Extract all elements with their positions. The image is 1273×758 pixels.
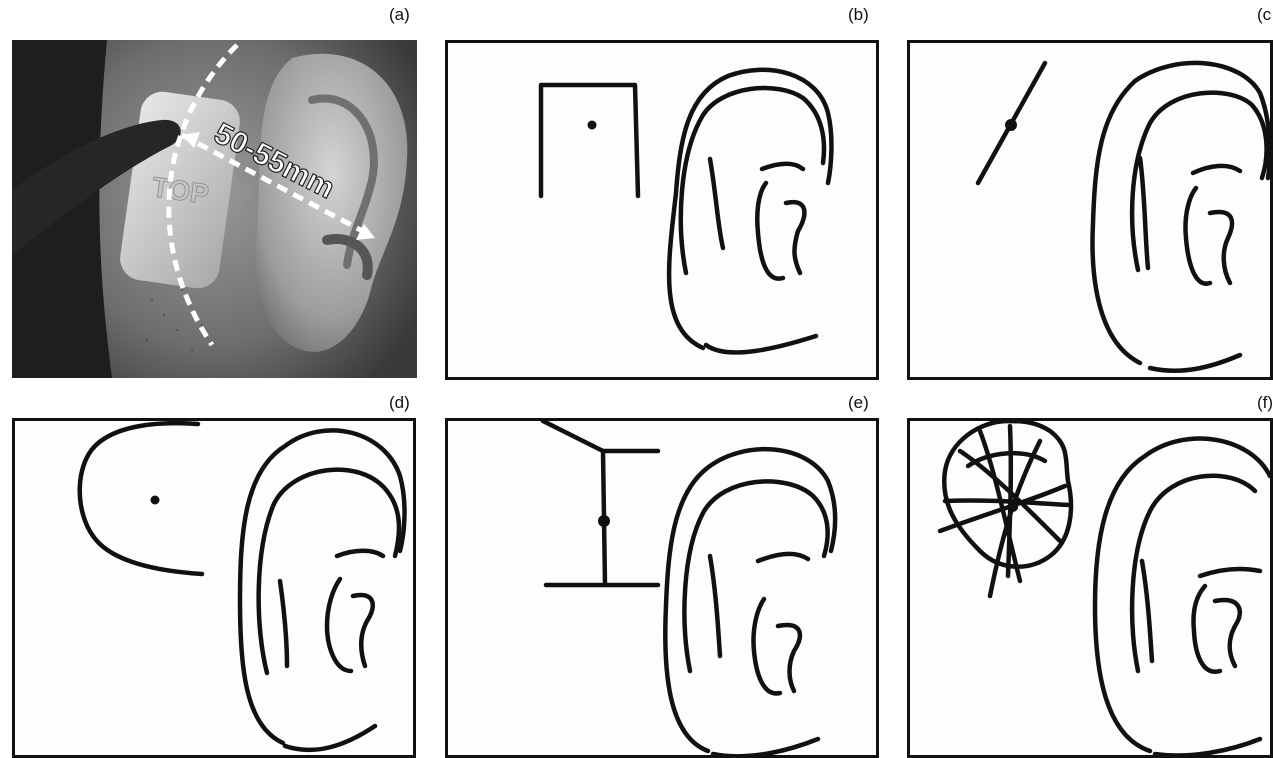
electrode-line-montage [978, 63, 1045, 183]
electrode-i-shape-montage [543, 421, 658, 585]
panel-b-sketch [445, 40, 879, 380]
panel-label-a: (a) [389, 6, 410, 23]
panel-a-photo: TOP 50-55mm [12, 40, 417, 378]
electrode-half-oval-montage [80, 423, 202, 574]
panel-f-sketch [907, 418, 1273, 758]
ear-outline [1095, 439, 1270, 756]
ear-photo-illustration: TOP 50-55mm [12, 40, 417, 378]
panel-c-sketch [907, 40, 1273, 380]
ear-outline [665, 449, 835, 756]
panel-label-d: (d) [389, 394, 410, 411]
electrode-rectangle-montage [541, 85, 638, 196]
panel-label-e: (e) [848, 394, 869, 411]
panel-label-f: (f) [1257, 394, 1273, 411]
ear-outline [669, 70, 831, 353]
electrode-radial-montage [940, 421, 1071, 596]
ear-outline [1093, 63, 1270, 371]
panel-e-sketch [445, 418, 879, 758]
panel-label-c: (c [1257, 6, 1271, 23]
panel-d-sketch [12, 418, 416, 758]
ear-outline [240, 430, 405, 750]
panel-label-b: (b) [848, 6, 869, 23]
